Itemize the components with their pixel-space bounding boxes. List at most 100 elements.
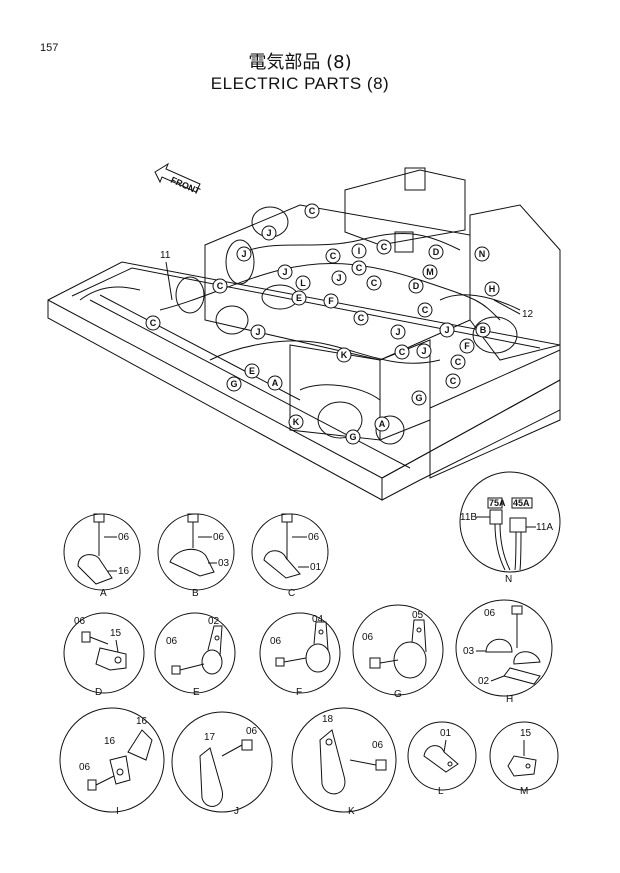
callout-circle[interactable]: C — [394, 344, 410, 360]
detail-i[interactable]: 16 16 06 I — [59, 707, 165, 817]
svg-text:05: 05 — [412, 610, 424, 621]
callout-circle[interactable]: A — [267, 375, 283, 391]
svg-text:A: A — [379, 419, 386, 429]
callout-circle[interactable]: J — [236, 246, 252, 262]
svg-text:04: 04 — [312, 614, 324, 625]
callout-circle[interactable]: C — [304, 203, 320, 219]
svg-text:E: E — [296, 293, 302, 303]
callout-circle[interactable]: A — [374, 416, 390, 432]
detail-j[interactable]: 17 06 J — [171, 711, 273, 817]
detail-k[interactable]: 18 06 K — [291, 707, 397, 817]
svg-text:01: 01 — [440, 728, 452, 739]
callout-circle[interactable]: C — [145, 315, 161, 331]
svg-text:C: C — [150, 318, 157, 328]
detail-letter-f: F — [296, 687, 302, 698]
svg-text:K: K — [341, 350, 348, 360]
svg-text:M: M — [426, 267, 434, 277]
detail-letter-e: E — [193, 687, 200, 698]
svg-text:L: L — [300, 278, 306, 288]
detail-d[interactable]: 06 15 D — [63, 612, 145, 698]
detail-g[interactable]: 06 05 G — [352, 604, 444, 700]
page-number: 157 — [40, 42, 59, 54]
callout-circle[interactable]: E — [244, 363, 260, 379]
detail-l[interactable]: 01 L — [407, 721, 477, 797]
callout-circle[interactable]: C — [353, 310, 369, 326]
detail-letter-k: K — [348, 806, 355, 817]
callout-circle[interactable]: J — [331, 270, 347, 286]
callout-circle[interactable]: K — [288, 414, 304, 430]
part-label-11b: 11B — [460, 512, 477, 523]
svg-text:06: 06 — [213, 532, 225, 543]
svg-text:J: J — [266, 228, 271, 238]
detail-h[interactable]: 06 03 02 H — [455, 599, 553, 705]
main-callouts: C J C I C D N M J C J L J C C D H C J C … — [145, 203, 500, 445]
detail-letter-m: M — [520, 786, 528, 797]
callout-circle[interactable]: L — [295, 275, 311, 291]
callout-circle[interactable]: C — [212, 278, 228, 294]
callout-circle[interactable]: B — [475, 322, 491, 338]
callout-circle[interactable]: I — [351, 243, 367, 259]
detail-letter-i: I — [116, 806, 119, 817]
callout-circle[interactable]: C — [376, 239, 392, 255]
svg-text:06: 06 — [372, 740, 384, 751]
svg-text:C: C — [450, 376, 457, 386]
callout-circle[interactable]: G — [345, 429, 361, 445]
detail-n[interactable]: 75A 45A 11B 11A N — [459, 471, 561, 585]
callout-circle[interactable]: J — [277, 264, 293, 280]
callout-circle[interactable]: C — [445, 373, 461, 389]
callout-circle[interactable]: J — [261, 225, 277, 241]
part-label-12: 12 — [522, 309, 534, 320]
callout-circle[interactable]: H — [484, 281, 500, 297]
svg-text:J: J — [241, 249, 246, 259]
callout-circle[interactable]: J — [416, 343, 432, 359]
svg-text:F: F — [328, 296, 334, 306]
detail-b[interactable]: 06 03 B — [157, 513, 235, 599]
part-label-11: 11 — [160, 250, 171, 261]
svg-text:C: C — [371, 278, 378, 288]
svg-text:J: J — [255, 327, 260, 337]
detail-m[interactable]: 15 M — [489, 721, 559, 797]
svg-text:03: 03 — [218, 558, 230, 569]
detail-c[interactable]: 06 01 C — [251, 513, 329, 599]
callout-circle[interactable]: G — [411, 390, 427, 406]
svg-text:03: 03 — [463, 646, 475, 657]
callout-circle[interactable]: J — [390, 324, 406, 340]
svg-text:06: 06 — [166, 636, 178, 647]
svg-text:C: C — [399, 347, 406, 357]
svg-text:D: D — [413, 281, 420, 291]
callout-circle[interactable]: J — [250, 324, 266, 340]
callout-circle[interactable]: M — [422, 264, 438, 280]
callout-circle[interactable]: N — [474, 246, 490, 262]
svg-text:C: C — [455, 357, 462, 367]
callout-circle[interactable]: C — [325, 248, 341, 264]
callout-circle[interactable]: D — [408, 278, 424, 294]
svg-text:02: 02 — [478, 676, 490, 687]
detail-a[interactable]: 06 03 16 A — [63, 513, 141, 599]
detail-e[interactable]: 06 02 E — [154, 612, 236, 698]
svg-text:15: 15 — [110, 628, 122, 639]
svg-text:C: C — [381, 242, 388, 252]
callout-circle[interactable]: J — [439, 322, 455, 338]
svg-text:B: B — [480, 325, 487, 335]
detail-letter-d: D — [95, 687, 102, 698]
svg-text:06: 06 — [79, 762, 91, 773]
callout-circle[interactable]: D — [428, 244, 444, 260]
callout-circle[interactable]: K — [336, 347, 352, 363]
detail-f[interactable]: 06 04 F — [259, 612, 341, 698]
connector-label-75a: 75A — [489, 498, 506, 508]
callout-circle[interactable]: C — [351, 260, 367, 276]
callout-circle[interactable]: G — [226, 376, 242, 392]
svg-text:16: 16 — [104, 736, 116, 747]
callout-circle[interactable]: F — [459, 338, 475, 354]
svg-text:A: A — [272, 378, 279, 388]
page-title: ELECTRIC PARTS (8) — [210, 74, 390, 93]
svg-text:C: C — [330, 251, 337, 261]
callout-circle[interactable]: C — [366, 275, 382, 291]
callout-circle[interactable]: C — [450, 354, 466, 370]
callout-circle[interactable]: E — [291, 290, 307, 306]
callout-circle[interactable]: F — [323, 293, 339, 309]
svg-text:J: J — [421, 346, 426, 356]
svg-text:J: J — [395, 327, 400, 337]
callout-circle[interactable]: C — [417, 302, 433, 318]
svg-text:J: J — [444, 325, 449, 335]
